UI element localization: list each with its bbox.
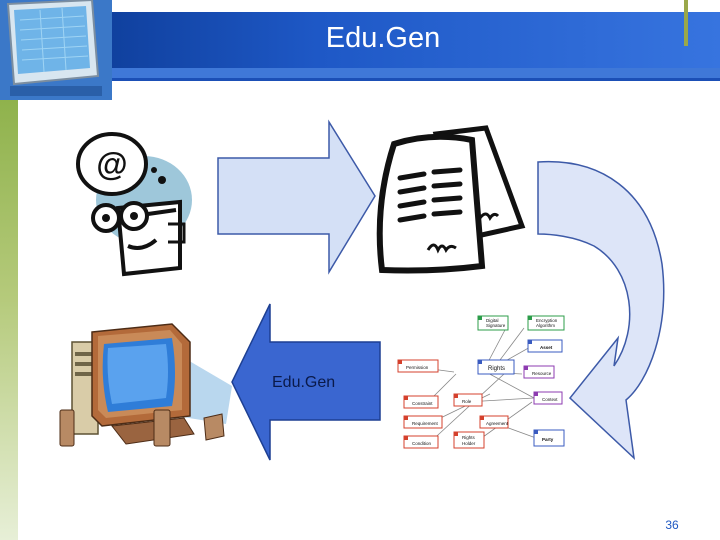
- svg-text:Agreement: Agreement: [486, 421, 509, 426]
- header: Edu.Gen: [0, 0, 720, 100]
- arrow-right: [217, 119, 376, 275]
- svg-text:Rights: Rights: [462, 435, 476, 440]
- svg-text:Context: Context: [542, 397, 558, 402]
- title-stripe: [100, 68, 720, 78]
- svg-text:Role: Role: [462, 399, 472, 404]
- title-underline: [0, 78, 720, 81]
- corner-accent: [684, 0, 688, 46]
- monitor-thumbnail-icon: [0, 0, 112, 100]
- svg-text:Signature: Signature: [486, 323, 506, 328]
- slide-number: 36: [665, 518, 679, 532]
- arrow-label: Edu.Gen: [272, 374, 336, 391]
- person-email-icon: @: [76, 132, 192, 277]
- title-bar: [100, 12, 720, 68]
- svg-text:@: @: [96, 146, 127, 182]
- svg-text:Asset: Asset: [540, 345, 553, 350]
- curved-arrow: [537, 160, 665, 460]
- slide-title: Edu.Gen: [325, 22, 441, 54]
- svg-text:Holder: Holder: [462, 441, 476, 446]
- svg-text:Rights: Rights: [488, 366, 505, 372]
- arrow-left: [231, 303, 381, 461]
- svg-text:Condition: Condition: [412, 441, 432, 446]
- svg-text:Resource: Resource: [532, 371, 552, 376]
- svg-text:Digital: Digital: [486, 318, 499, 323]
- svg-text:Constraint: Constraint: [412, 401, 433, 406]
- documents-icon: [376, 125, 526, 274]
- svg-text:Requirement: Requirement: [412, 421, 439, 426]
- svg-text:Party: Party: [542, 437, 554, 442]
- side-accent-bar: [0, 100, 18, 540]
- svg-text:Algorithm: Algorithm: [536, 323, 555, 328]
- computer-icon: [59, 323, 232, 447]
- svg-text:Permission: Permission: [406, 365, 429, 370]
- svg-text:Encryption: Encryption: [536, 318, 558, 323]
